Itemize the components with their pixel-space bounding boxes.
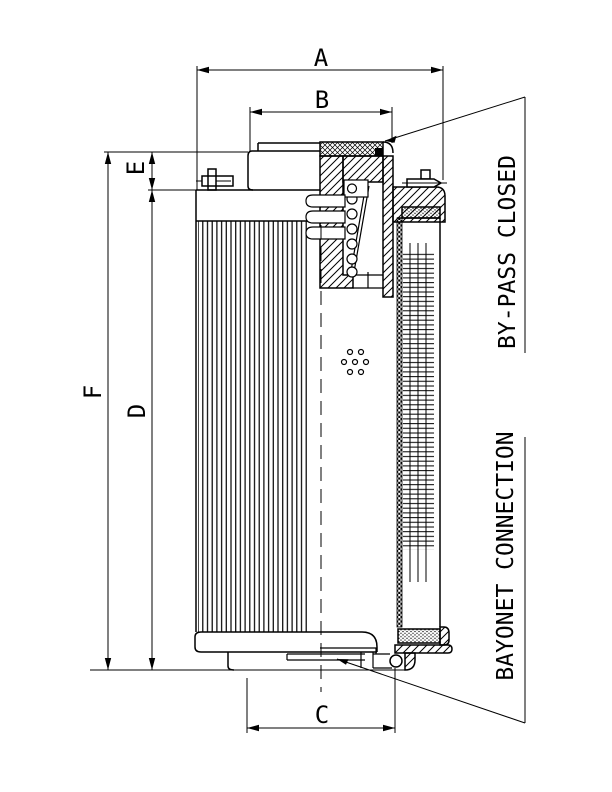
dim-label-e: E — [122, 161, 150, 175]
bottom-end-cap — [194, 626, 453, 671]
dim-label-a: A — [314, 44, 329, 72]
dimension-c: C — [246, 668, 396, 733]
outer-shell-mesh — [396, 217, 441, 628]
dimensions: A B C F — [79, 44, 444, 733]
valve-poppet — [343, 179, 369, 198]
dim-label-f: F — [79, 385, 107, 399]
bayonet-leader-line — [336, 658, 526, 724]
dimension-d: D — [123, 190, 156, 670]
bypass-leader-arrow — [385, 135, 397, 143]
callout-bayonet-connection: BAYONET CONNECTION — [336, 431, 526, 724]
perforated-core — [396, 217, 403, 628]
dimension-e: E — [122, 152, 156, 190]
bayonet-connection-label: BAYONET CONNECTION — [493, 431, 519, 680]
perforation-holes — [340, 348, 370, 376]
bypass-closed-label: BY-PASS CLOSED — [495, 155, 521, 349]
dim-label-c: C — [315, 701, 329, 729]
top-seal-crosshatch — [319, 141, 384, 157]
dim-label-d: D — [123, 404, 151, 418]
dim-label-b: B — [315, 86, 329, 114]
left-pin — [196, 168, 234, 191]
o-ring — [389, 654, 403, 668]
filter-element-artwork — [194, 141, 453, 692]
valve-prongs — [305, 194, 346, 240]
callout-bypass-closed: BY-PASS CLOSED — [384, 96, 526, 353]
dimension-f: F — [79, 152, 112, 670]
upper-seal-gasket — [401, 206, 441, 219]
right-pin — [402, 169, 447, 188]
pleated-media — [198, 221, 310, 632]
bypass-valve-section — [305, 141, 394, 298]
lower-seal-gasket — [397, 628, 441, 644]
right-flange — [392, 169, 447, 223]
bypass-leader-line — [384, 96, 526, 142]
bayonet-slot — [286, 647, 377, 661]
dimension-a: A — [196, 44, 444, 190]
bayonet-leader-arrow — [337, 659, 349, 665]
dimension-b: B — [249, 86, 393, 152]
callouts: BY-PASS CLOSED BAYONET CONNECTION — [336, 96, 526, 724]
